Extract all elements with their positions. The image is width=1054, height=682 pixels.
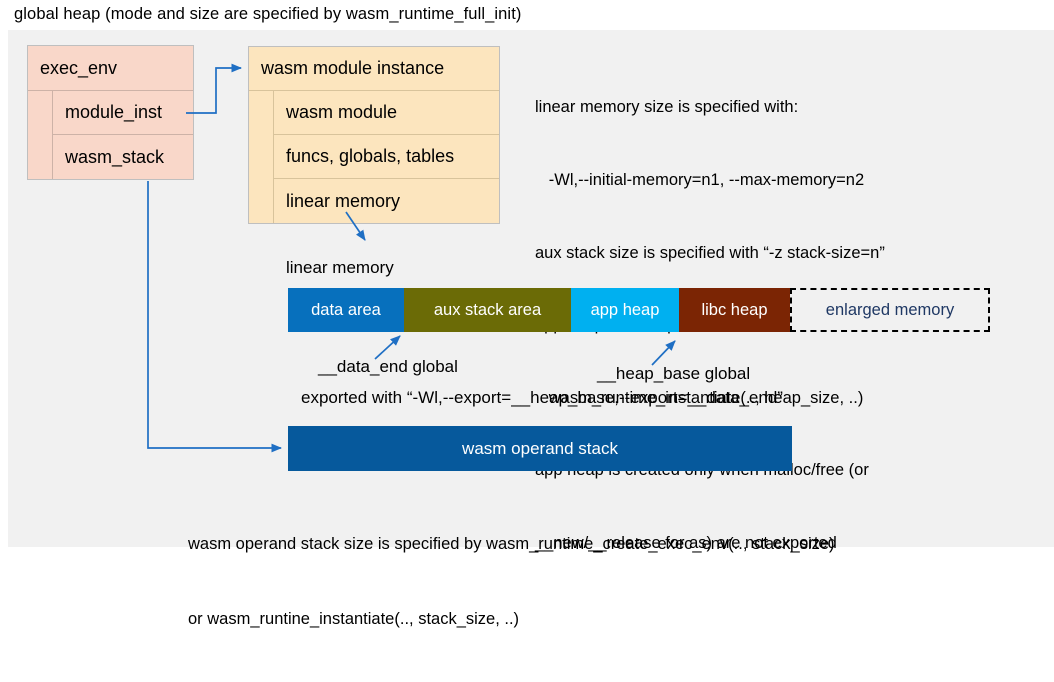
note-line: or wasm_runtine_instantiate(.., stack_si…	[188, 610, 520, 628]
exec-env-header: exec_env	[28, 46, 193, 91]
note-line: linear memory size is specified with:	[535, 98, 799, 117]
memory-segment-data-area: data area	[288, 288, 404, 332]
wasm-module-instance-gutter	[249, 91, 274, 223]
funcs-globals-tables-label: funcs, globals, tables	[286, 146, 455, 166]
note-line: wasm_runtime_instantiate(.., heap_size, …	[535, 388, 864, 407]
linear-memory-caption: linear memory	[286, 258, 394, 277]
wmi-row-funcs-globals-tables: funcs, globals, tables	[274, 135, 499, 179]
linear-memory-bar: data area aux stack area app heap libc h…	[288, 288, 990, 332]
data-end-annotation: __data_end global	[318, 357, 458, 376]
memory-segment-enlarged-memory: enlarged memory	[790, 288, 990, 332]
exec-env-row-wasm-stack: wasm_stack	[53, 135, 193, 179]
note-line: aux stack size is specified with “-z sta…	[535, 243, 885, 262]
diagram-canvas: global heap (mode and size are specified…	[8, 5, 1054, 628]
wasm-operand-stack-box: wasm operand stack	[288, 426, 792, 471]
memory-segment-aux-stack-area: aux stack area	[404, 288, 571, 332]
wasm-module-label: wasm module	[286, 102, 398, 122]
memory-segment-label: libc heap	[701, 300, 768, 319]
memory-segment-label: enlarged memory	[825, 300, 955, 319]
wasm-module-instance-header: wasm module instance	[249, 47, 499, 91]
linear-memory-label: linear memory	[286, 190, 401, 211]
wasm-module-instance-title: wasm module instance	[261, 58, 445, 78]
exec-env-box: exec_env module_inst wasm_stack	[27, 45, 194, 180]
wasm-stack-label: wasm_stack	[65, 146, 165, 167]
memory-segment-label: aux stack area	[433, 300, 542, 319]
export-annotation: exported with “-Wl,--export=__heap_base,…	[301, 388, 783, 407]
note-line: wasm operand stack size is specified by …	[188, 535, 835, 553]
module-inst-label: module_inst	[65, 102, 163, 122]
wmi-row-wasm-module: wasm module	[274, 91, 499, 135]
memory-segment-label: app heap	[590, 300, 660, 319]
note-line: -Wl,--initial-memory=n1, --max-memory=n2	[535, 171, 865, 190]
exec-env-gutter	[28, 91, 53, 179]
heap-base-annotation: __heap_base global	[597, 364, 751, 383]
exec-env-row-module-inst: module_inst	[53, 91, 193, 135]
memory-segment-label: data area	[311, 300, 381, 319]
wasm-module-instance-box: wasm module instance wasm module funcs, …	[248, 46, 500, 224]
page-title: global heap (mode and size are specified…	[14, 5, 522, 23]
memory-segment-app-heap: app heap	[571, 288, 679, 332]
linear-memory-notes: linear memory size is specified with: -W…	[535, 47, 1040, 604]
exec-env-title: exec_env	[40, 57, 118, 78]
operand-stack-notes: wasm operand stack size is specified by …	[188, 482, 835, 682]
wasm-operand-stack-label: wasm operand stack	[462, 438, 618, 458]
memory-segment-libc-heap: libc heap	[679, 288, 790, 332]
wmi-row-linear-memory: linear memory	[274, 179, 499, 223]
